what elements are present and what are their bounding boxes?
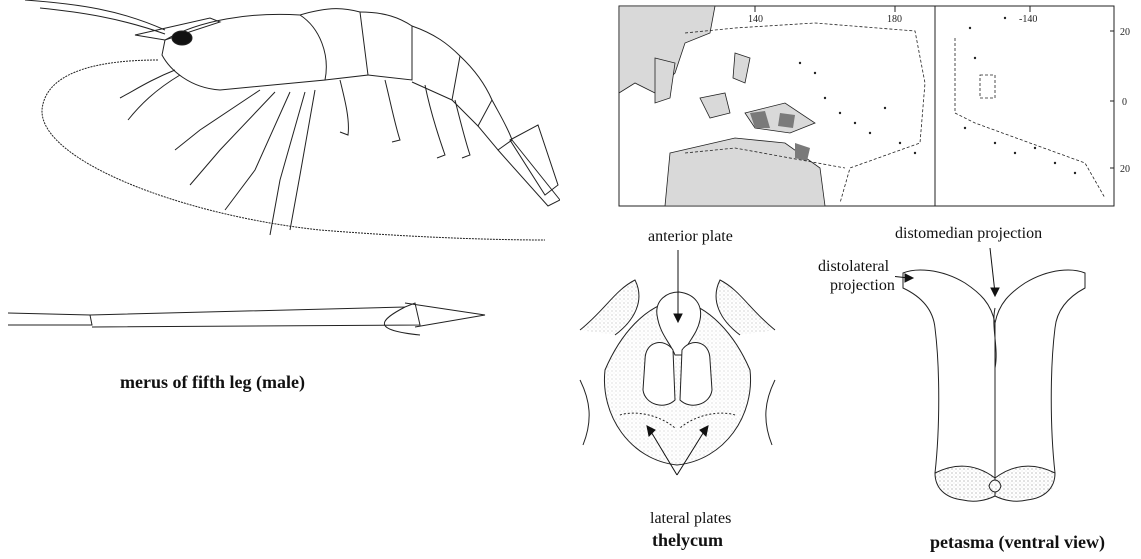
pleopod-1: [340, 80, 348, 135]
leg-1: [175, 90, 260, 150]
abdomen-seg-5: [478, 100, 512, 150]
lon-tick-140: 140: [748, 14, 763, 25]
merus-segment-right: [405, 303, 485, 327]
lat-tick-20n: 20: [1120, 27, 1130, 38]
abdomen-seg-3: [412, 26, 460, 100]
lon-tick-180: 180: [887, 14, 902, 25]
pleopod-4: [455, 100, 470, 158]
range-patch-2: [778, 113, 795, 128]
anterior-plate-label: anterior plate: [648, 228, 733, 246]
leg-5: [290, 90, 315, 230]
thelycum-side-left: [580, 380, 589, 445]
leg-2: [190, 92, 275, 185]
petasma-right-half: [995, 270, 1085, 501]
maxilliped-2: [128, 75, 180, 120]
distomedian-arrow: [990, 248, 995, 293]
antenna-upper-2: [40, 8, 165, 34]
merus-spine: [384, 307, 420, 335]
telson: [498, 140, 560, 206]
thelycum-left-arch: [643, 343, 675, 406]
merus-illustration: [0, 295, 500, 345]
uropod: [510, 125, 558, 195]
shrimp-illustration: [0, 0, 560, 250]
eye: [172, 31, 192, 45]
merus-caption: merus of fifth leg (male): [120, 372, 305, 393]
thelycum-right-arch: [680, 343, 712, 406]
thelycum-illustration: [575, 250, 780, 485]
petasma-illustration: [895, 248, 1095, 510]
merus-segment-main: [90, 303, 420, 327]
distolateral-label-2: projection: [830, 277, 895, 295]
distribution-map: 140 180 -140 20 0 20: [615, 3, 1141, 208]
abdomen-seg-1: [300, 9, 368, 80]
lateral-plates-label: lateral plates: [650, 510, 731, 528]
distomedian-label: distomedian projection: [895, 225, 1042, 243]
lon-tick-neg140: -140: [1019, 14, 1037, 25]
thelycum-outer-right: [716, 280, 775, 335]
leg-3: [225, 92, 290, 210]
distolateral-label-1: distolateral: [818, 258, 889, 276]
petasma-caption: petasma (ventral view): [930, 532, 1105, 553]
thelycum-outer-left: [580, 280, 639, 335]
thelycum-caption: thelycum: [652, 530, 723, 551]
petasma-left-half: [903, 270, 995, 501]
pleopod-2: [385, 80, 400, 142]
carapace: [162, 14, 326, 90]
merus-segment-left: [8, 313, 92, 325]
thelycum-side-right: [766, 380, 775, 445]
lat-tick-20s: 20: [1120, 164, 1130, 175]
leg-4: [270, 92, 305, 235]
lat-tick-0: 0: [1122, 97, 1127, 108]
